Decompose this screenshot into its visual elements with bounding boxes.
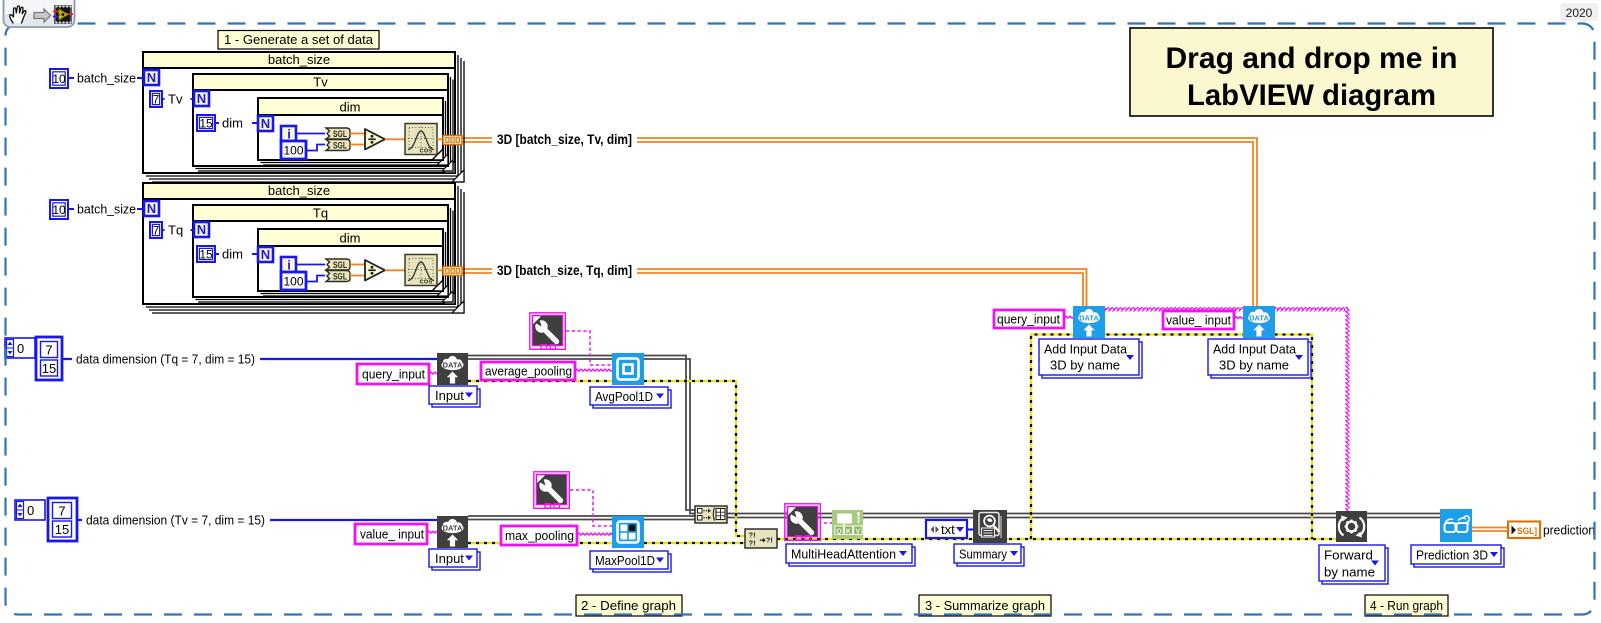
svg-text:➜?!: ➜?! bbox=[760, 536, 773, 545]
svg-text:query_input: query_input bbox=[362, 367, 425, 382]
svg-text:0: 0 bbox=[17, 341, 24, 356]
svg-text:0: 0 bbox=[27, 503, 34, 518]
svg-text:MaxPool1D: MaxPool1D bbox=[595, 553, 655, 568]
svg-text:Tq: Tq bbox=[168, 223, 183, 238]
svg-text:SGL]: SGL] bbox=[1517, 526, 1537, 537]
svg-text:data dimension (Tv = 7, dim =: data dimension (Tv = 7, dim = 15) bbox=[86, 513, 265, 528]
svg-text:3D [batch_size, Tv, dim]: 3D [batch_size, Tv, dim] bbox=[497, 131, 632, 147]
svg-text:3 - Summarize graph: 3 - Summarize graph bbox=[925, 598, 1045, 613]
svg-text:average_pooling: average_pooling bbox=[485, 364, 572, 379]
svg-text:3D by name: 3D by name bbox=[1219, 358, 1289, 373]
svg-text:prediction: prediction bbox=[1543, 523, 1595, 538]
svg-text:Tv: Tv bbox=[168, 92, 183, 107]
svg-text:MultiHeadAttention: MultiHeadAttention bbox=[791, 547, 896, 562]
svg-text:?!: ?! bbox=[749, 531, 756, 540]
svg-text:Q: Q bbox=[836, 529, 842, 536]
svg-text:value_ input: value_ input bbox=[1166, 313, 1231, 328]
svg-text:LabVIEW diagram: LabVIEW diagram bbox=[1187, 79, 1436, 112]
svg-text:Drag and drop me in: Drag and drop me in bbox=[1166, 42, 1458, 75]
svg-text:value_ input: value_ input bbox=[360, 527, 424, 542]
svg-text:3D [batch_size, Tq, dim]: 3D [batch_size, Tq, dim] bbox=[497, 262, 632, 278]
svg-text:by name: by name bbox=[1324, 565, 1375, 580]
svg-text:1 - Generate a set of data: 1 - Generate a set of data bbox=[224, 32, 374, 47]
svg-text:DATA: DATA bbox=[1249, 314, 1269, 323]
svg-text:Add Input Data: Add Input Data bbox=[1044, 342, 1128, 357]
svg-text:Add Input Data: Add Input Data bbox=[1213, 342, 1297, 357]
svg-text:Prediction 3D: Prediction 3D bbox=[1416, 548, 1488, 563]
svg-text:?!: ?! bbox=[749, 539, 756, 548]
svg-text:Input: Input bbox=[435, 551, 464, 566]
svg-text:data dimension (Tq = 7, dim =: data dimension (Tq = 7, dim = 15) bbox=[76, 352, 255, 367]
svg-text:AvgPool1D: AvgPool1D bbox=[595, 389, 653, 404]
svg-text:txt: txt bbox=[941, 522, 955, 537]
svg-text:2 - Define graph: 2 - Define graph bbox=[581, 598, 676, 613]
svg-text:Input: Input bbox=[435, 388, 464, 403]
svg-text:4 - Run graph: 4 - Run graph bbox=[1370, 598, 1443, 613]
svg-text:Summary: Summary bbox=[959, 547, 1007, 562]
svg-text:Forward: Forward bbox=[1324, 548, 1373, 563]
svg-text:3D by name: 3D by name bbox=[1050, 358, 1120, 373]
svg-text:Tq: Tq bbox=[313, 206, 328, 221]
svg-text:DATA: DATA bbox=[443, 524, 463, 533]
svg-text:query_input: query_input bbox=[997, 312, 1060, 327]
svg-text:K: K bbox=[846, 529, 851, 536]
svg-text:7: 7 bbox=[58, 504, 65, 519]
svg-text:max_pooling: max_pooling bbox=[505, 528, 574, 543]
svg-text:15: 15 bbox=[42, 361, 56, 376]
svg-text:DATA: DATA bbox=[443, 361, 463, 370]
svg-text:Tv: Tv bbox=[313, 75, 328, 90]
svg-text:DATA: DATA bbox=[1079, 314, 1099, 323]
svg-text:15: 15 bbox=[55, 522, 69, 537]
svg-text:2020: 2020 bbox=[1566, 6, 1593, 20]
svg-text:7: 7 bbox=[45, 343, 52, 358]
svg-text:V: V bbox=[855, 529, 860, 536]
